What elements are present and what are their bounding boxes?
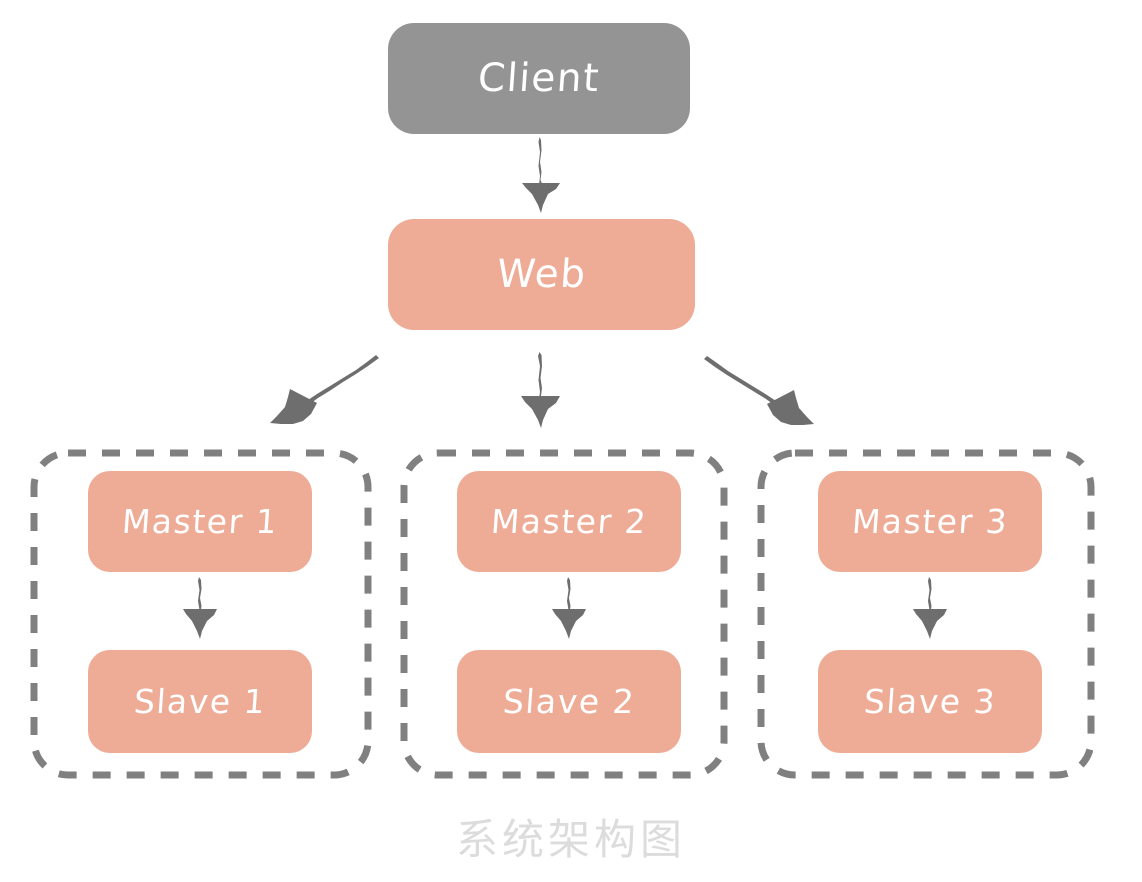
node-client[interactable]: Client bbox=[388, 23, 690, 134]
group-container-1 bbox=[30, 449, 372, 779]
node-slave-1[interactable]: Slave 1 bbox=[88, 650, 312, 753]
node-slave-1-label: Slave 1 bbox=[132, 682, 268, 721]
group-dashed-border bbox=[757, 449, 1095, 779]
node-master-1[interactable]: Master 1 bbox=[88, 471, 312, 572]
group-container-3 bbox=[757, 449, 1095, 779]
node-master-1-label: Master 1 bbox=[120, 502, 280, 541]
node-slave-2-label: Slave 2 bbox=[501, 682, 637, 721]
node-client-label: Client bbox=[476, 56, 602, 101]
arrow-web-to-master-2 bbox=[521, 352, 560, 428]
node-slave-2[interactable]: Slave 2 bbox=[457, 650, 681, 753]
node-web-label: Web bbox=[495, 252, 588, 297]
node-slave-3-label: Slave 3 bbox=[862, 682, 998, 721]
group-dashed-border bbox=[30, 449, 372, 779]
node-master-2[interactable]: Master 2 bbox=[457, 471, 681, 572]
arrow-web-to-master-1 bbox=[270, 355, 379, 424]
node-master-3[interactable]: Master 3 bbox=[818, 471, 1042, 572]
node-web[interactable]: Web bbox=[388, 219, 695, 330]
diagram-caption: 系统架构图 bbox=[455, 815, 686, 864]
arrow-web-to-master-3 bbox=[704, 356, 814, 425]
arrow-client-to-web bbox=[522, 137, 560, 213]
node-master-3-label: Master 3 bbox=[850, 502, 1010, 541]
node-master-2-label: Master 2 bbox=[489, 502, 649, 541]
node-slave-3[interactable]: Slave 3 bbox=[818, 650, 1042, 753]
